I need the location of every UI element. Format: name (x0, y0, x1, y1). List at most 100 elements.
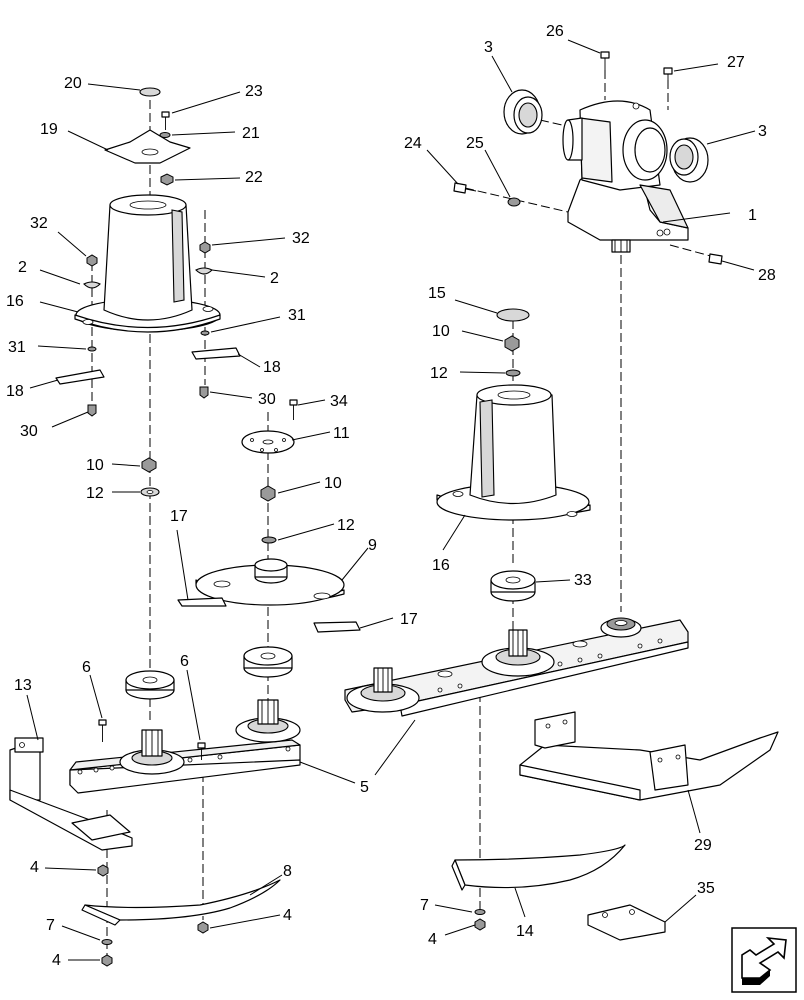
callout-8: 8 (283, 863, 292, 880)
bracket-plate-19 (104, 129, 191, 164)
callout-34: 34 (330, 393, 348, 410)
skid-14 (451, 844, 626, 891)
callout-12: 12 (430, 365, 448, 382)
skid-8 (81, 879, 281, 926)
hub-middle (243, 646, 293, 678)
cutterbar-left (69, 699, 301, 794)
nut-22 (160, 173, 174, 186)
skid-29 (519, 711, 779, 801)
plate-11 (241, 430, 295, 454)
callout-10: 10 (432, 323, 450, 340)
nut-32-right (199, 241, 211, 254)
callout-14: 14 (516, 923, 534, 940)
callout-20: 20 (64, 75, 82, 92)
callout-32: 32 (30, 215, 48, 232)
bolt-24 (453, 182, 477, 194)
callout-16: 16 (432, 557, 450, 574)
drum-16-right (436, 384, 591, 521)
callout-5: 5 (360, 779, 369, 796)
nut-10-middle (260, 485, 276, 502)
callout-leaders (26, 39, 756, 961)
callout-21: 21 (242, 125, 260, 142)
callout-26: 26 (546, 23, 564, 40)
bolt-6-right (197, 742, 206, 760)
nut-32-left (86, 254, 98, 267)
callout-18: 18 (6, 383, 24, 400)
washer-12-right (505, 369, 521, 377)
gear-housing-left-2 (235, 699, 301, 743)
bearing-cap-3-right (669, 137, 709, 183)
callout-13: 13 (14, 677, 32, 694)
washer-31-right (200, 330, 210, 336)
callout-2: 2 (18, 259, 27, 276)
callout-4: 4 (283, 907, 292, 924)
cutterbar-right (344, 617, 689, 717)
gear-housing-left-1 (119, 729, 185, 775)
bearing-cap-3-left (503, 89, 543, 135)
nut-4-lower-left (101, 954, 113, 967)
callout-18: 18 (263, 359, 281, 376)
callout-3: 3 (758, 123, 767, 140)
nut-10-left (141, 457, 157, 473)
hub-33 (490, 570, 536, 602)
guard-plate-35 (587, 904, 666, 941)
callout-12: 12 (86, 485, 104, 502)
callout-19: 19 (40, 121, 58, 138)
callout-labels: 1 2 2 3 3 4 4 4 4 5 5 6 6 7 7 8 9 10 10 … (6, 23, 776, 969)
callout-35: 35 (697, 880, 715, 897)
callout-31: 31 (288, 307, 306, 324)
callout-30: 30 (258, 391, 276, 408)
hub-left (125, 670, 175, 700)
callout-10: 10 (324, 475, 342, 492)
callout-17: 17 (400, 611, 418, 628)
callout-3: 3 (484, 39, 493, 56)
callout-4: 4 (30, 859, 39, 876)
bolt-6-left (98, 719, 107, 742)
bolt-26 (600, 51, 610, 70)
bolt-27 (663, 67, 673, 84)
nut-10-right (504, 335, 520, 352)
callout-12: 12 (337, 517, 355, 534)
washer-7-right (474, 909, 486, 915)
callout-22: 22 (245, 169, 263, 186)
washer-2-right (195, 267, 213, 275)
callout-16: 16 (6, 293, 24, 310)
bolt-23 (161, 111, 170, 130)
right-drum-assembly (436, 308, 591, 602)
bolt-30-right (199, 386, 209, 399)
blade-17-left (177, 597, 227, 607)
callout-11: 11 (333, 425, 350, 442)
blade-18-right (191, 347, 241, 360)
cap-15 (496, 308, 530, 322)
end-bracket-13 (9, 737, 133, 851)
callout-15: 15 (428, 285, 446, 302)
callout-23: 23 (245, 83, 263, 100)
callout-4: 4 (52, 952, 61, 969)
callout-2: 2 (270, 270, 279, 287)
blade-17-right (313, 621, 361, 633)
callout-30: 30 (20, 423, 38, 440)
middle-disc-assembly (177, 399, 361, 678)
gear-housing-right-2 (481, 629, 555, 677)
bolt-30-left (87, 404, 97, 417)
disc-9 (195, 558, 345, 606)
nut-4-upper-left (97, 864, 109, 877)
callout-28: 28 (758, 267, 776, 284)
bearing-right (600, 617, 642, 638)
callout-7: 7 (46, 917, 55, 934)
washer-31-left (87, 346, 97, 352)
callout-32: 32 (292, 230, 310, 247)
callout-6: 6 (82, 659, 91, 676)
gear-housing-right-1 (346, 667, 420, 713)
callout-6: 6 (180, 653, 189, 670)
bolt-28 (708, 253, 723, 265)
bolt-34 (289, 399, 298, 420)
nut-4-mid-left (197, 921, 209, 934)
callout-17: 17 (170, 508, 188, 525)
callout-4: 4 (428, 931, 437, 948)
blade-18-left (55, 369, 105, 385)
callout-25: 25 (466, 135, 484, 152)
callout-1: 1 (748, 207, 757, 224)
orientation-arrow-icon (731, 927, 797, 993)
